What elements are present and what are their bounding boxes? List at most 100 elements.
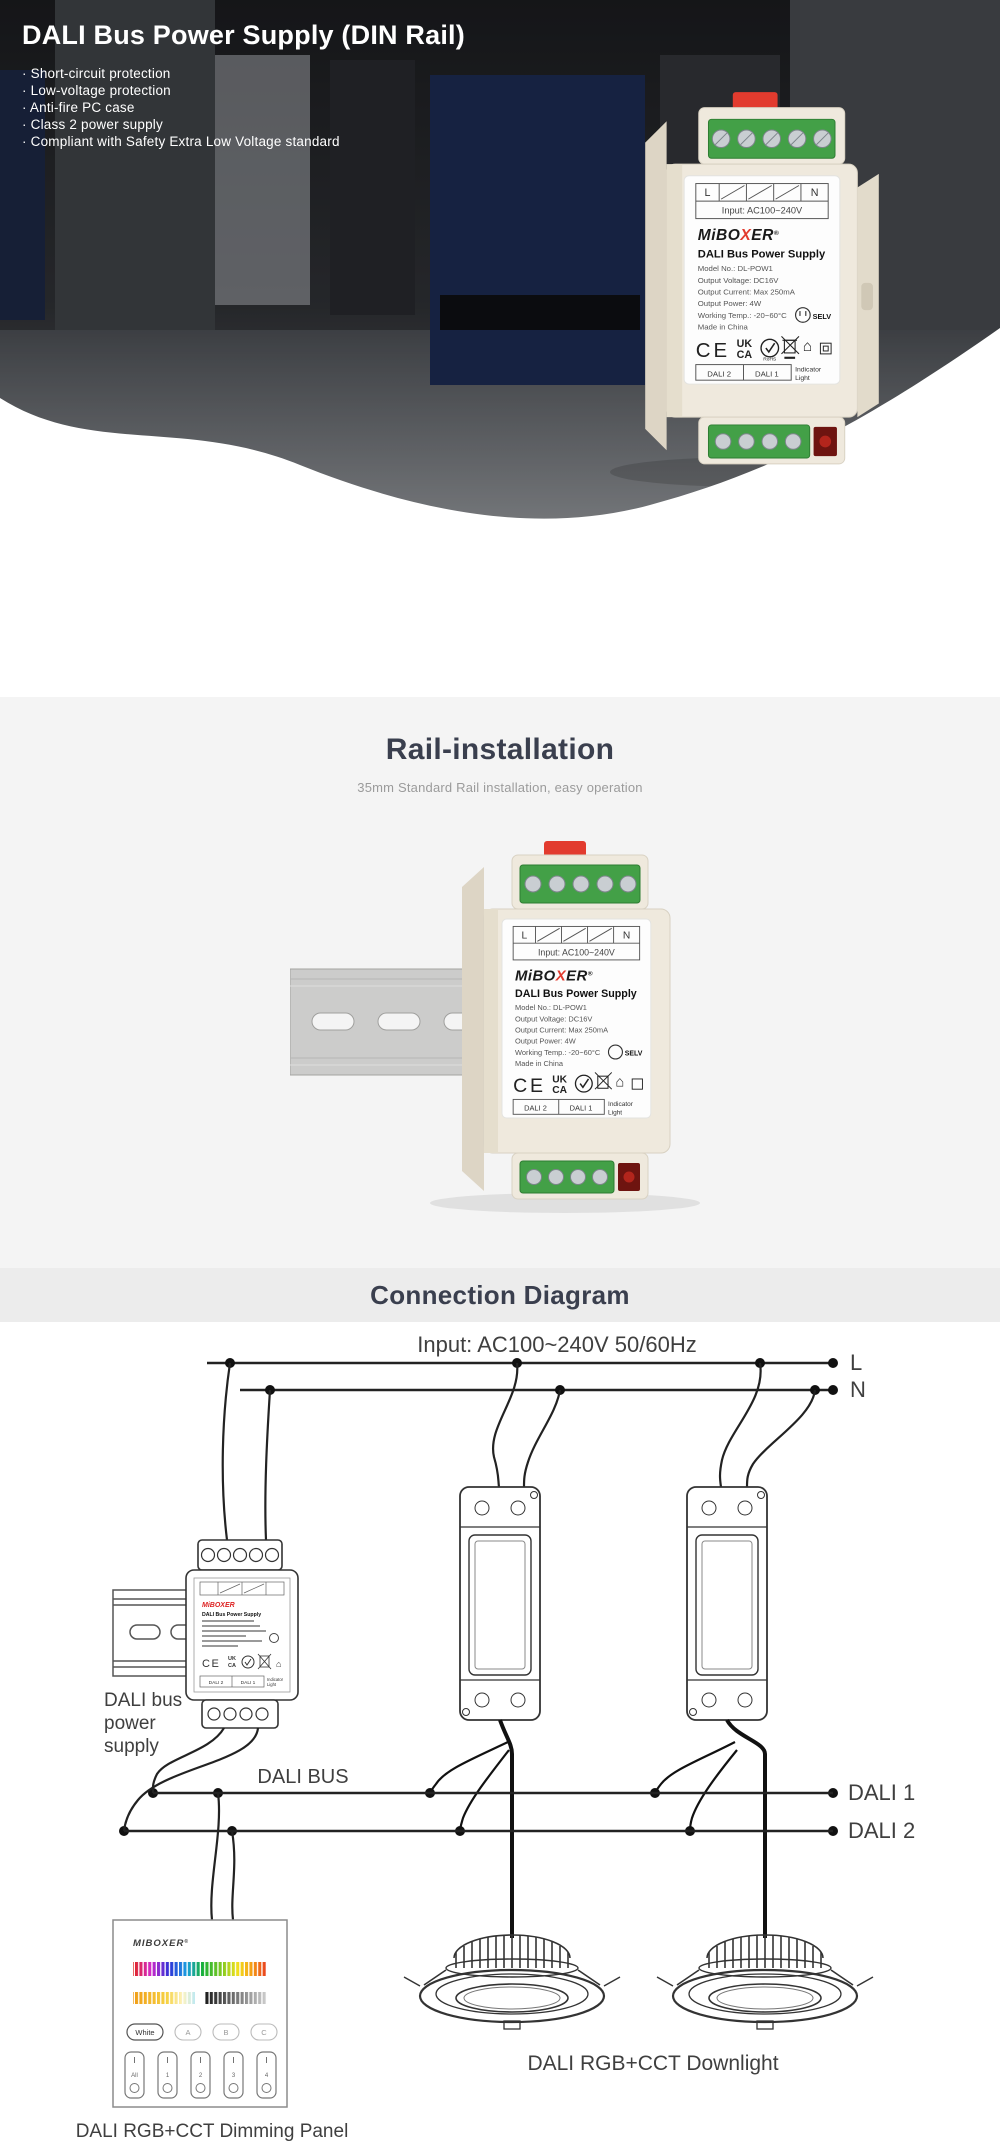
zone-slider-2[interactable]: I 2 — [190, 2051, 211, 2099]
zone-slider-3[interactable]: I 3 — [223, 2051, 244, 2099]
group-a-label: A — [185, 2028, 190, 2037]
driver2-input-wires — [718, 1362, 817, 1488]
rail-product: L N Input: AC100~240V MiBOXER® DALI Bus … — [462, 841, 671, 1200]
photo-glass-navy — [430, 75, 645, 385]
white-button[interactable] — [126, 2023, 164, 2041]
rail-slot — [311, 1012, 355, 1031]
dali2-cell: DALI 2 — [707, 369, 731, 378]
downlight-rim-inner — [688, 1973, 842, 2015]
hero-copy: DALI Bus Power Supply (DIN Rail) · Short… — [22, 20, 465, 150]
mini-indicator-2: Light — [267, 1682, 277, 1687]
photo-panel-navy-left — [0, 70, 45, 320]
indoor-use-icon: ⌂ — [803, 338, 812, 355]
weee-bin-icon — [594, 1072, 613, 1090]
mini-bin — [257, 1653, 272, 1670]
selv-icon — [794, 307, 811, 323]
driver1-output-wires — [429, 1719, 514, 1938]
psu-mini-label-content: MiBOXER DALI Bus Power Supply CE UK CA ⌂ — [199, 1581, 285, 1688]
psu-line-art: MiBOXER DALI Bus Power Supply CE UK CA ⌂ — [112, 1539, 299, 1729]
dimming-panel: MIBOXER® White A B C I All — [112, 1919, 288, 2108]
registered-mark: ® — [774, 229, 780, 237]
rohs-icon — [574, 1074, 593, 1093]
downlight-caption: DALI RGB+CCT Downlight — [527, 2052, 778, 2075]
downlight-rim-inner — [435, 1973, 589, 2015]
mounting-clip — [856, 1976, 874, 1987]
saturation-strip-segments — [133, 1992, 195, 2004]
downlight-fins — [453, 1934, 571, 1968]
panel-brand-text: MIBOXER — [133, 1938, 184, 1949]
downlight-1 — [403, 1934, 621, 2030]
group-a-button[interactable] — [174, 2023, 202, 2041]
psu-input-wires — [221, 1362, 272, 1541]
slider-off-mark — [162, 2083, 173, 2093]
downlight-rim — [671, 1968, 859, 2024]
wave-mask — [0, 328, 1000, 560]
downlight-stem — [756, 2020, 774, 2030]
class2-icon — [631, 1078, 643, 1090]
rail-section-subtitle: 35mm Standard Rail installation, easy op… — [357, 780, 643, 795]
product-side-face — [645, 121, 667, 451]
mounting-clip — [603, 1976, 621, 1987]
cct-strip-segments — [205, 1992, 267, 2004]
bottom-terminal-screws — [526, 1169, 608, 1185]
driver1-input-wires — [491, 1362, 562, 1488]
zone-slider-4[interactable]: I 4 — [256, 2051, 277, 2099]
mini-ca: CA — [228, 1663, 236, 1669]
product-side-face — [462, 867, 484, 1191]
spec-current: Output Current: Max 250mA — [515, 1025, 608, 1034]
rohs-text: RoHS — [763, 357, 777, 363]
terminal-l-label: L — [705, 187, 711, 199]
product-body-shade — [484, 909, 498, 1153]
rail-slot — [377, 1012, 421, 1031]
label-product-name: DALI Bus Power Supply — [515, 988, 637, 1000]
page-title: DALI Bus Power Supply (DIN Rail) — [22, 20, 465, 50]
psu-caption-line1: DALI bus — [104, 1690, 182, 1711]
dali-rails — [124, 1791, 833, 1833]
label-input-voltage: Input: AC100~240V — [722, 206, 803, 216]
downlight-face — [455, 1983, 569, 2013]
indicator-label-1: Indicator — [795, 366, 822, 373]
label-product-name: DALI Bus Power Supply — [698, 249, 826, 261]
mini-spec-bars — [202, 1620, 266, 1647]
feature-item: · Class 2 power supply — [22, 117, 163, 132]
mini-ce: CE — [202, 1658, 220, 1670]
rohs-check — [579, 1078, 590, 1089]
downlight-fins — [706, 1934, 824, 1968]
rail-installation-section: Rail-installation 35mm Standard Rail ins… — [0, 697, 1000, 1268]
connection-diagram-title: Connection Diagram — [370, 1280, 630, 1310]
slider-off-mark — [228, 2083, 239, 2093]
spec-power: Output Power: 4W — [698, 299, 762, 308]
spec-power: Output Power: 4W — [515, 1037, 576, 1046]
mini-dali2: DALI 2 — [209, 1680, 224, 1686]
panel-wires — [210, 1792, 236, 1921]
zone-slider-all[interactable]: I All — [124, 2051, 145, 2099]
group-c-label: C — [261, 2028, 267, 2037]
top-terminal-screws — [524, 875, 637, 893]
connection-diagram-band: Connection Diagram — [0, 1268, 1000, 1322]
mounting-clip — [403, 1976, 421, 1987]
slider-off-mark — [195, 2083, 206, 2093]
spec-temp: Working Temp.: -20~60°C — [515, 1048, 601, 1057]
psu-caption-line2: power — [104, 1713, 156, 1734]
panel-brand-reg: ® — [184, 1938, 189, 1945]
brand-x: X — [739, 227, 752, 244]
label-background — [683, 175, 841, 385]
downlight-face-inner — [716, 1986, 814, 2010]
group-b-button[interactable] — [212, 2023, 240, 2041]
feature-item: · Low-voltage protection — [22, 83, 171, 98]
l-line-label: L — [850, 1350, 862, 1375]
panel-caption: DALI RGB+CCT Dimming Panel — [76, 2121, 349, 2142]
photo-pillar — [330, 60, 415, 315]
spec-model: Model No.: DL-POW1 — [698, 264, 773, 273]
dali1-label: DALI 1 — [848, 1780, 915, 1805]
connection-diagram: Input: AC100~240V 50/60Hz L N — [0, 1322, 1000, 2151]
indicator-led — [623, 1171, 635, 1183]
panel-brand: MIBOXER® — [133, 1938, 189, 1949]
weee-bin-icon — [781, 335, 800, 359]
psu-bottom-screws — [207, 1707, 269, 1721]
brand-logo: MiBOXER® — [698, 227, 780, 244]
zone-slider-1[interactable]: I 1 — [157, 2051, 178, 2099]
group-c-button[interactable] — [250, 2023, 278, 2041]
dali2-cell: DALI 2 — [524, 1104, 547, 1113]
